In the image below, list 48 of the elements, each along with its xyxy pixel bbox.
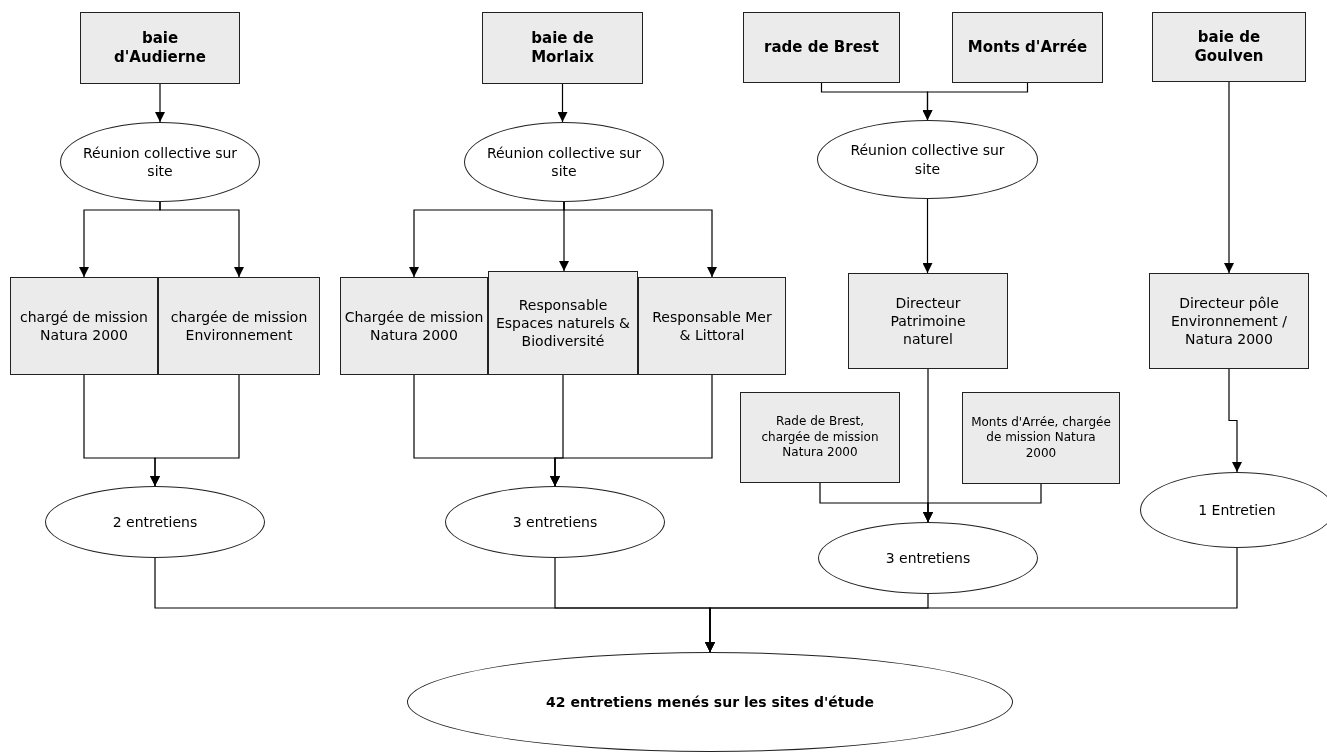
arrow xyxy=(557,83,568,123)
arrow xyxy=(563,201,717,278)
arrow xyxy=(923,483,1042,523)
process-box xyxy=(952,12,1103,83)
arrow xyxy=(922,82,1029,121)
process-box xyxy=(1152,12,1306,82)
node-label: Rade de Brest, chargée de mission Natura 2000 xyxy=(760,414,880,461)
node-label: baie d'Audierne xyxy=(113,28,207,68)
arrow xyxy=(150,374,240,487)
node-label: 3 entretiens xyxy=(885,548,971,568)
node-label: Monts d'Arrée xyxy=(967,37,1088,58)
arrow xyxy=(159,201,244,278)
node-label: baie de Goulven xyxy=(1193,27,1265,67)
node-label: Chargée de mission Natura 2000 xyxy=(344,307,484,345)
process-box xyxy=(848,273,1008,369)
arrow xyxy=(922,198,933,274)
process-box xyxy=(158,277,320,375)
node-label: baie de Morlaix xyxy=(530,28,595,68)
process-box xyxy=(638,277,786,375)
node-label: Directeur pôle Environnement / Natura 2000 xyxy=(1169,293,1288,349)
process-box xyxy=(1149,273,1309,369)
process-box xyxy=(962,392,1120,484)
arrow xyxy=(705,547,1238,653)
arrow xyxy=(550,374,713,487)
process-box xyxy=(80,12,240,84)
node-label: 42 entretiens menés sur les sites d'étude xyxy=(546,692,874,712)
node-label: chargé de mission Natura 2000 xyxy=(19,307,149,345)
node-label: Directeur Patrimoine naturel xyxy=(889,293,967,349)
process-box xyxy=(740,392,900,483)
node-label: Réunion collective sur site xyxy=(849,141,1006,178)
process-box xyxy=(743,12,900,83)
node-label: 2 entretiens xyxy=(112,512,198,532)
node-label: Monts d'Arrée, chargée de mission Natura 2000 xyxy=(971,414,1111,462)
node-label: 1 Entretien xyxy=(1198,500,1276,520)
process-box xyxy=(10,277,158,375)
node-label: rade de Brest xyxy=(764,37,879,58)
node-label: Réunion collective sur site xyxy=(81,143,239,181)
node-label: 3 entretiens xyxy=(512,512,598,532)
node-label: Réunion collective sur site xyxy=(485,143,643,181)
node-label: Responsable Espaces naturels & Biodiversité xyxy=(494,295,632,351)
process-box xyxy=(482,12,643,84)
arrow xyxy=(1224,81,1234,274)
process-box xyxy=(488,271,638,375)
arrow xyxy=(155,83,165,123)
process-box xyxy=(340,277,488,375)
arrow xyxy=(1228,368,1242,473)
node-label: Responsable Mer & Littoral xyxy=(652,307,772,345)
node-label: chargée de mission Environnement xyxy=(169,307,309,345)
